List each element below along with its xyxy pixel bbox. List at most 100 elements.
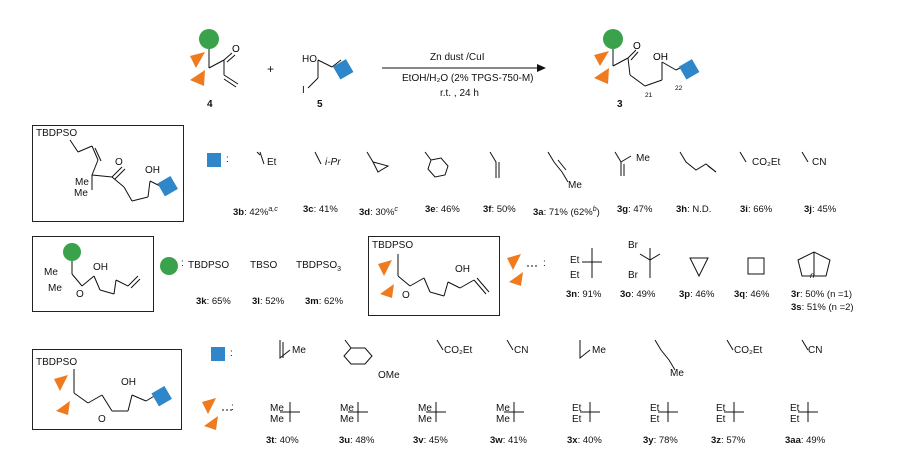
row3-blue-sub-3y: Me bbox=[670, 368, 684, 379]
row1-frame-me2: Me bbox=[74, 188, 88, 199]
compound-label-3n: 3n: 91% bbox=[566, 289, 602, 300]
row1-frame-oh: OH bbox=[145, 165, 160, 176]
compound-label-3t: 3t: 40% bbox=[266, 435, 299, 446]
compound-label-3a: 3a: 71% (62%b) bbox=[533, 206, 600, 219]
conditions-time: r.t. , 24 h bbox=[440, 88, 479, 99]
row1-sub-3a-me: Me bbox=[568, 180, 582, 191]
atom-oh-label: OH bbox=[653, 52, 668, 63]
atom-i-label: I bbox=[302, 85, 305, 96]
compound-label-3u: 3u: 48% bbox=[339, 435, 375, 446]
row3-orange-3t-top: Me bbox=[270, 403, 284, 414]
row3-substituents bbox=[279, 339, 818, 422]
row2-structure-frame-green bbox=[32, 236, 154, 312]
row3-blue-sub-3z: CO₂Et bbox=[734, 345, 763, 356]
atom-o-label: O bbox=[633, 41, 641, 52]
reactant-5 bbox=[307, 59, 354, 89]
compound-label-3z: 3z: 57% bbox=[711, 435, 746, 446]
row1-frame-me1: Me bbox=[75, 177, 89, 188]
row2-colon: : bbox=[181, 258, 184, 269]
row3-orange-3y-top: Et bbox=[650, 403, 660, 414]
compound-label-3m: 3m: 62% bbox=[305, 296, 344, 307]
compound-label-3c: 3c: 41% bbox=[303, 204, 338, 215]
orange-triangle-icon bbox=[380, 284, 394, 298]
row2-frame-structure bbox=[63, 243, 141, 295]
row3-orange-3x-bottom: Et bbox=[572, 414, 582, 425]
row3-blue-square-icon bbox=[211, 347, 225, 361]
row2-green-sub-tbdpso-n3: TBDPSO3 bbox=[296, 260, 342, 273]
blue-square-icon bbox=[157, 175, 178, 197]
orange-triangle-icon bbox=[507, 254, 521, 270]
compound-label-3p: 3p: 46% bbox=[679, 289, 715, 300]
row2-frame2-tbdpso: TBDPSO bbox=[372, 240, 414, 251]
row3-frame-oh: OH bbox=[121, 377, 136, 388]
row3-orange-3z-bottom: Et bbox=[716, 414, 726, 425]
row3-blue-sub-3w: CN bbox=[514, 345, 529, 356]
row3-orange-3v-bottom: Me bbox=[418, 414, 432, 425]
row2-green-sub-tbso: TBSO bbox=[250, 260, 278, 271]
row2-frame2-oh: OH bbox=[455, 264, 470, 275]
row2-orange-3o-bottom: Br bbox=[628, 270, 638, 281]
row3-blue-sub-3t: Me bbox=[292, 345, 306, 356]
row1-colon: : bbox=[226, 154, 229, 165]
row3-orange-3u-bottom: Me bbox=[340, 414, 354, 425]
green-circle-icon bbox=[199, 29, 219, 49]
reactant-4 bbox=[190, 29, 239, 88]
product-3 bbox=[594, 29, 700, 87]
reaction-scheme: O O OH 21 22 bbox=[190, 29, 700, 99]
plus-sign: + bbox=[267, 62, 275, 76]
row3-orange-3y-bottom: Et bbox=[650, 414, 660, 425]
row1-frame-structure bbox=[69, 139, 178, 202]
orange-triangle-icon bbox=[509, 272, 523, 286]
green-circle-icon bbox=[603, 29, 623, 49]
orange-triangle-icon bbox=[594, 68, 609, 84]
row2-frame-oh: OH bbox=[93, 262, 108, 273]
row2-orange-colon: : bbox=[543, 258, 546, 269]
row2-orange-3n-bottom: Et bbox=[570, 270, 580, 281]
compound-label-3h: 3h: N.D. bbox=[676, 204, 712, 215]
compound-label-3q: 3q: 46% bbox=[734, 289, 770, 300]
orange-triangle-icon bbox=[202, 398, 216, 414]
compound-label-3y: 3y: 78% bbox=[643, 435, 678, 446]
green-circle-icon bbox=[63, 243, 81, 261]
compound-label-3g: 3g: 47% bbox=[617, 204, 653, 215]
row1-frame-tbdpso: TBDPSO bbox=[36, 128, 78, 139]
row2-frame-o: O bbox=[76, 289, 84, 300]
orange-triangle-icon bbox=[204, 416, 218, 430]
orange-triangle-icon bbox=[54, 375, 68, 391]
compound-label-3k: 3k: 65% bbox=[196, 296, 231, 307]
compound-label-3w: 3w: 41% bbox=[490, 435, 527, 446]
row3-blue-sub-3v: CO₂Et bbox=[444, 345, 473, 356]
compound-label-3o: 3o: 49% bbox=[620, 289, 656, 300]
conditions-reagent: Zn dust /CuI bbox=[430, 52, 485, 63]
row3-frame-o: O bbox=[98, 414, 106, 425]
reactant-4-label: 4 bbox=[207, 99, 213, 110]
conditions-solvent: EtOH/H₂O (2% TPGS-750-M) bbox=[402, 73, 534, 84]
compound-label-3i: 3i: 66% bbox=[740, 204, 773, 215]
row2-frame-me1: Me bbox=[44, 267, 58, 278]
row3-orange-3w-top: Me bbox=[496, 403, 510, 414]
row3-orange-3w-bottom: Me bbox=[496, 414, 510, 425]
compound-label-3j: 3j: 45% bbox=[804, 204, 837, 215]
position-22-label: 22 bbox=[675, 85, 683, 92]
row3-orange-3aa-top: Et bbox=[790, 403, 800, 414]
row3-structure-frame bbox=[32, 349, 182, 430]
row2-orange-3r-n: n bbox=[810, 271, 815, 280]
row1-sub-ipr: i-Pr bbox=[325, 157, 341, 168]
row3-orange-colon: : bbox=[231, 402, 234, 413]
compound-label-3aa: 3aa: 49% bbox=[785, 435, 826, 446]
row3-frame-tbdpso: TBDPSO bbox=[36, 357, 78, 368]
row1-structure-frame bbox=[32, 125, 184, 222]
row2-orange-substituents bbox=[582, 248, 831, 278]
compound-label-3s: 3s: 51% (n =2) bbox=[791, 302, 854, 313]
row2-orange-3n-top: Et bbox=[570, 255, 580, 266]
row3-blue-sub-3aa: CN bbox=[808, 345, 823, 356]
compound-label-3x: 3x: 40% bbox=[567, 435, 602, 446]
compound-label-3d: 3d: 30%c bbox=[359, 206, 398, 219]
orange-triangle-icon bbox=[190, 52, 205, 68]
compound-label-3e: 3e: 46% bbox=[425, 204, 460, 215]
row3-blue-sub-3u: OMe bbox=[378, 370, 400, 381]
row1-sub-cn: CN bbox=[812, 157, 827, 168]
row2-frame2-structure bbox=[378, 254, 490, 298]
row3-blue-sub-3x: Me bbox=[592, 345, 606, 356]
row1-blue-square-icon bbox=[207, 153, 221, 167]
